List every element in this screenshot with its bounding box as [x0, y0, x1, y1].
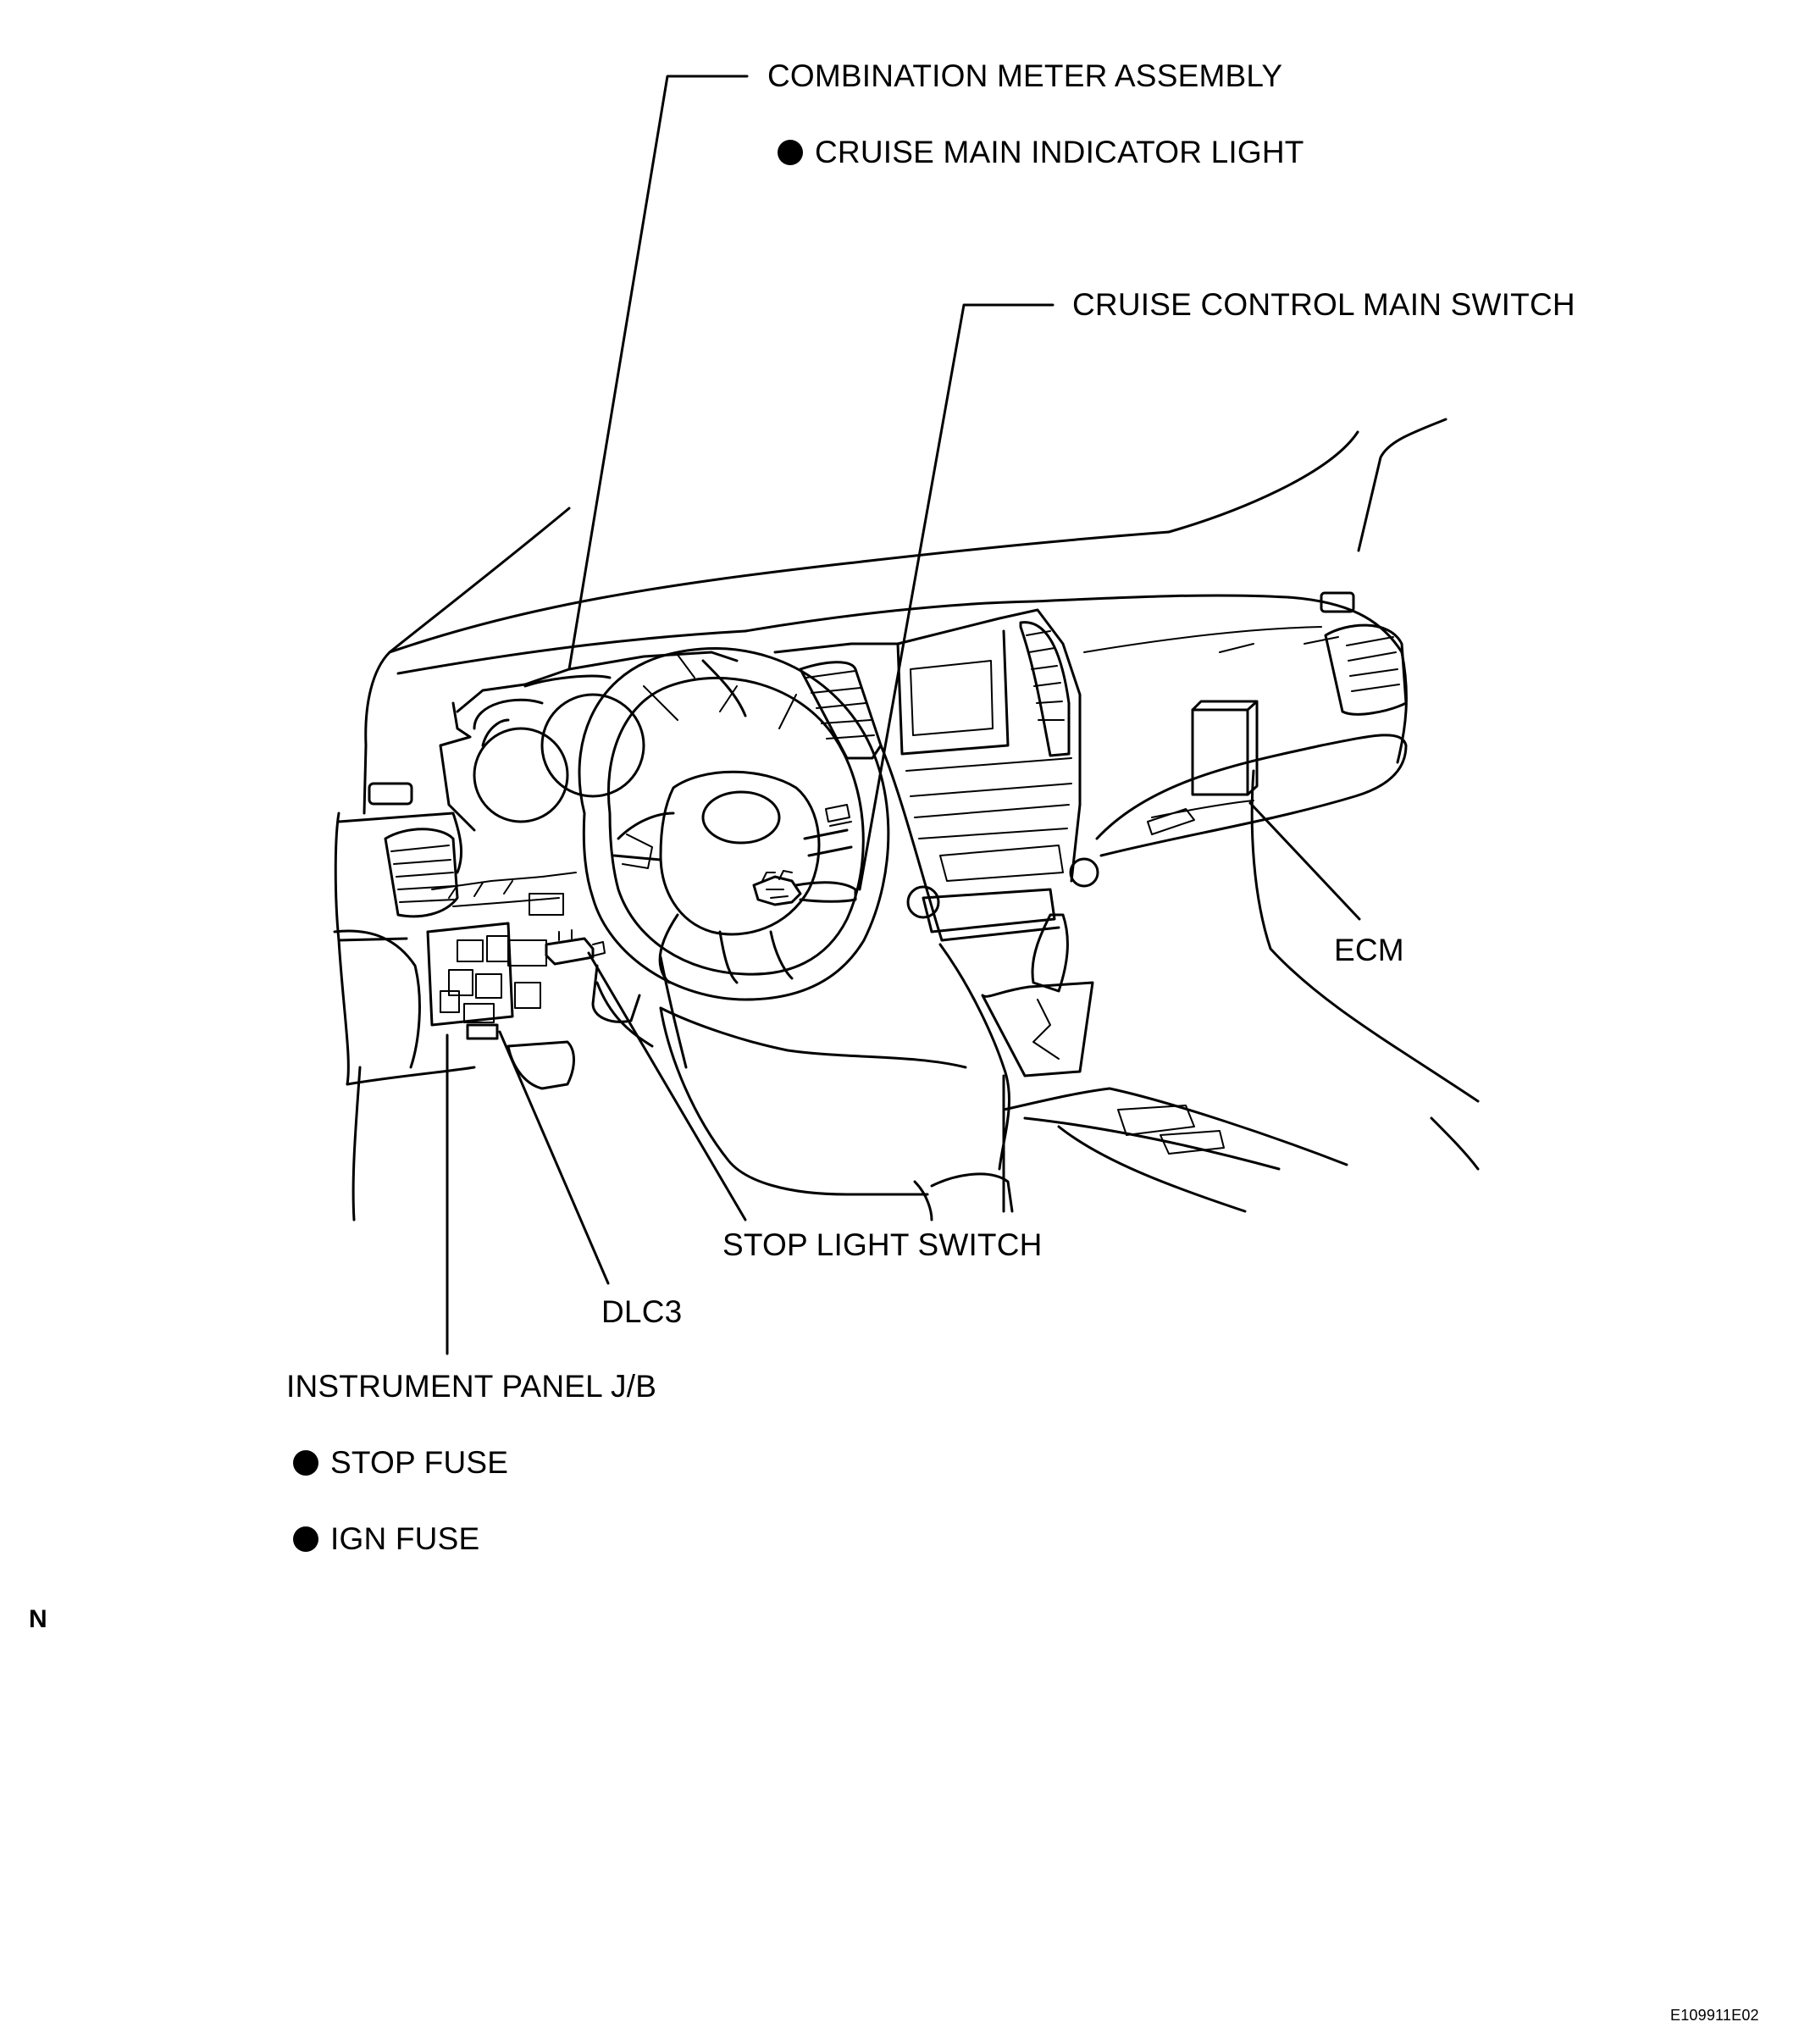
floor-outline	[659, 1006, 1480, 1221]
label-cruise-main-indicator: CRUISE MAIN INDICATOR LIGHT	[815, 135, 1304, 169]
label-stop-fuse: STOP FUSE	[330, 1445, 509, 1480]
label-dlc3: DLC3	[601, 1294, 683, 1329]
bullet-stop-fuse: STOP FUSE	[293, 1444, 508, 1482]
bullet-ign-fuse: IGN FUSE	[293, 1521, 479, 1558]
driver-vent	[384, 828, 459, 918]
cabin-frame	[388, 418, 1448, 654]
label-combination-meter: COMBINATION METER ASSEMBLY	[767, 58, 1283, 93]
figure-code: E109911E02	[1670, 2007, 1759, 2024]
label-cruise-control-main-switch: CRUISE CONTROL MAIN SWITCH	[1072, 287, 1575, 322]
cruise-switch-icon	[752, 875, 802, 906]
leader-ecm	[1248, 801, 1361, 921]
label-n-mark: N	[29, 1605, 47, 1633]
bullet-icon	[293, 1526, 318, 1552]
leader-lines	[446, 75, 1361, 1355]
glovebox	[1095, 700, 1480, 1103]
label-ign-fuse: IGN FUSE	[330, 1521, 480, 1556]
passenger-vent	[1320, 591, 1408, 716]
center-console	[930, 913, 1348, 1213]
label-stop-light-switch: STOP LIGHT SWITCH	[722, 1227, 1043, 1262]
dlc3-connector	[466, 1023, 499, 1040]
label-ecm: ECM	[1334, 933, 1404, 967]
dashboard-top	[363, 594, 1408, 815]
leader-stop-light	[587, 951, 747, 1221]
bullet-icon	[293, 1450, 318, 1476]
steering-wheel	[578, 646, 890, 1001]
leader-cruise-switch	[858, 303, 1054, 891]
label-instrument-panel-jb: INSTRUMENT PANEL J/B	[286, 1369, 657, 1404]
stop-light-switch-body	[545, 937, 595, 966]
center-stack	[773, 608, 1099, 942]
bullet-cruise-main-indicator: CRUISE MAIN INDICATOR LIGHT	[778, 134, 1304, 171]
leader-combination-meter	[567, 75, 749, 671]
bullet-icon	[778, 140, 803, 165]
driver-lower-dash	[333, 782, 688, 1221]
combination-meter	[439, 651, 747, 832]
ecm-box	[1191, 708, 1249, 796]
leader-dlc3	[498, 1030, 610, 1285]
